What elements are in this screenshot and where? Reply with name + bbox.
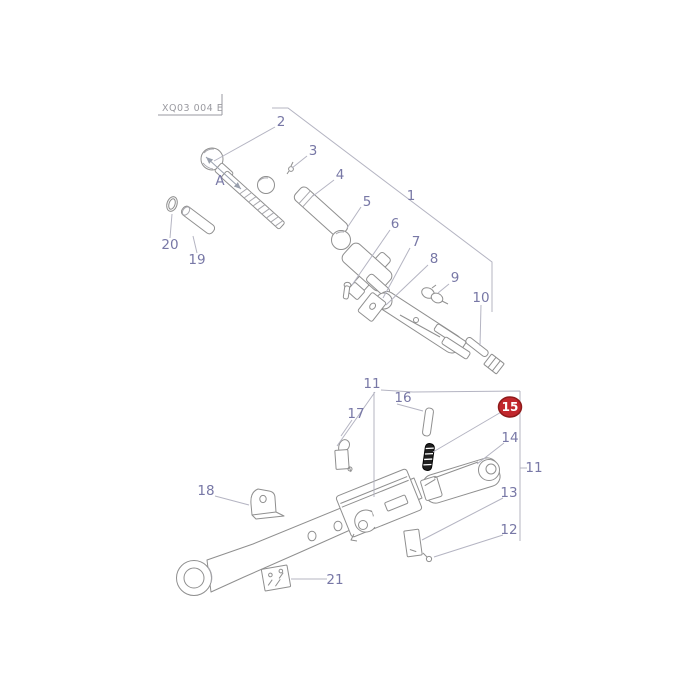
leader-lines (169, 126, 505, 580)
part-5-turnbuckle-barrel (331, 230, 393, 300)
callout-13[interactable]: 13 (500, 485, 517, 501)
assembly-1-bracket-line (272, 107, 493, 312)
leader-line-16 (396, 403, 424, 412)
leader-line-9 (437, 283, 450, 294)
callout-17[interactable]: 17 (347, 406, 364, 422)
callout-21[interactable]: 21 (326, 572, 343, 588)
callout-6[interactable]: 6 (391, 216, 400, 232)
callout-14[interactable]: 14 (501, 430, 518, 446)
dimension-a: A (205, 156, 242, 190)
leader-line-10 (479, 304, 482, 347)
leader-line-13 (421, 497, 504, 541)
callout-15-highlight[interactable]: 15 (497, 396, 523, 418)
callout-12[interactable]: 12 (500, 522, 517, 538)
callout-5[interactable]: 5 (363, 194, 372, 210)
leader-line-4 (312, 179, 335, 197)
callout-4[interactable]: 4 (336, 167, 345, 183)
leader-line-6 (351, 229, 391, 286)
leader-line-12 (433, 534, 504, 558)
part-14-link-end (420, 457, 501, 504)
part-12-screw (422, 552, 433, 563)
drawing-code-box: XQ03 004 E (158, 94, 223, 116)
callout-11-right[interactable]: 11 (525, 460, 542, 476)
part-15-spring-pin (422, 443, 435, 471)
callout-10[interactable]: 10 (472, 290, 489, 306)
leader-line-20 (169, 213, 173, 239)
callout-2[interactable]: 2 (277, 114, 286, 130)
part-17-latch-bracket (334, 439, 353, 473)
callout-20[interactable]: 20 (161, 237, 178, 253)
part-4-link-tube (257, 176, 349, 238)
leader-line-18 (214, 495, 250, 506)
part-10-bolt (465, 336, 505, 375)
callout-3[interactable]: 3 (309, 143, 318, 159)
part-6-pin (342, 281, 352, 300)
leader-line-5 (346, 206, 362, 229)
dimension-label: A (215, 173, 225, 189)
callouts: 1 2 3 4 5 6 7 8 9 10 11 11 12 13 14 16 1… (161, 114, 542, 588)
part-13-shim-plate (403, 528, 423, 558)
leader-line-3 (291, 155, 308, 169)
leader-line-17 (340, 419, 353, 437)
assembly-11-bracket-line (380, 389, 527, 541)
leader-line-14 (476, 442, 505, 465)
leader-line-8 (385, 264, 429, 306)
part-8-guide-plate (357, 292, 387, 322)
leader-line-11-left (336, 391, 376, 447)
callout-11-top[interactable]: 11 (363, 376, 380, 392)
callout-15[interactable]: 15 (502, 400, 519, 414)
drawing-code-label: XQ03 004 E (162, 103, 223, 114)
part-11-lower-link-arm (176, 468, 423, 596)
part-19-pin (180, 205, 216, 235)
leader-line-7 (382, 247, 411, 299)
callout-19[interactable]: 19 (188, 252, 205, 268)
part-16-clevis-pin (422, 407, 434, 437)
leader-line-19 (192, 235, 198, 254)
callout-9[interactable]: 9 (451, 270, 460, 286)
part-18-bracket (250, 488, 285, 520)
callout-8[interactable]: 8 (430, 251, 439, 267)
drawing-code-underline (158, 94, 223, 116)
part-21-decal-plate (260, 564, 292, 592)
callout-16[interactable]: 16 (394, 390, 411, 406)
leader-line-15 (432, 410, 504, 453)
callout-1[interactable]: 1 (407, 188, 416, 204)
highlight-badge[interactable] (497, 396, 523, 418)
leader-line-2 (213, 126, 276, 162)
part-9-linch-clip (421, 284, 449, 305)
callout-7[interactable]: 7 (412, 234, 421, 250)
part-20-ring (166, 196, 178, 212)
callout-18[interactable]: 18 (197, 483, 214, 499)
